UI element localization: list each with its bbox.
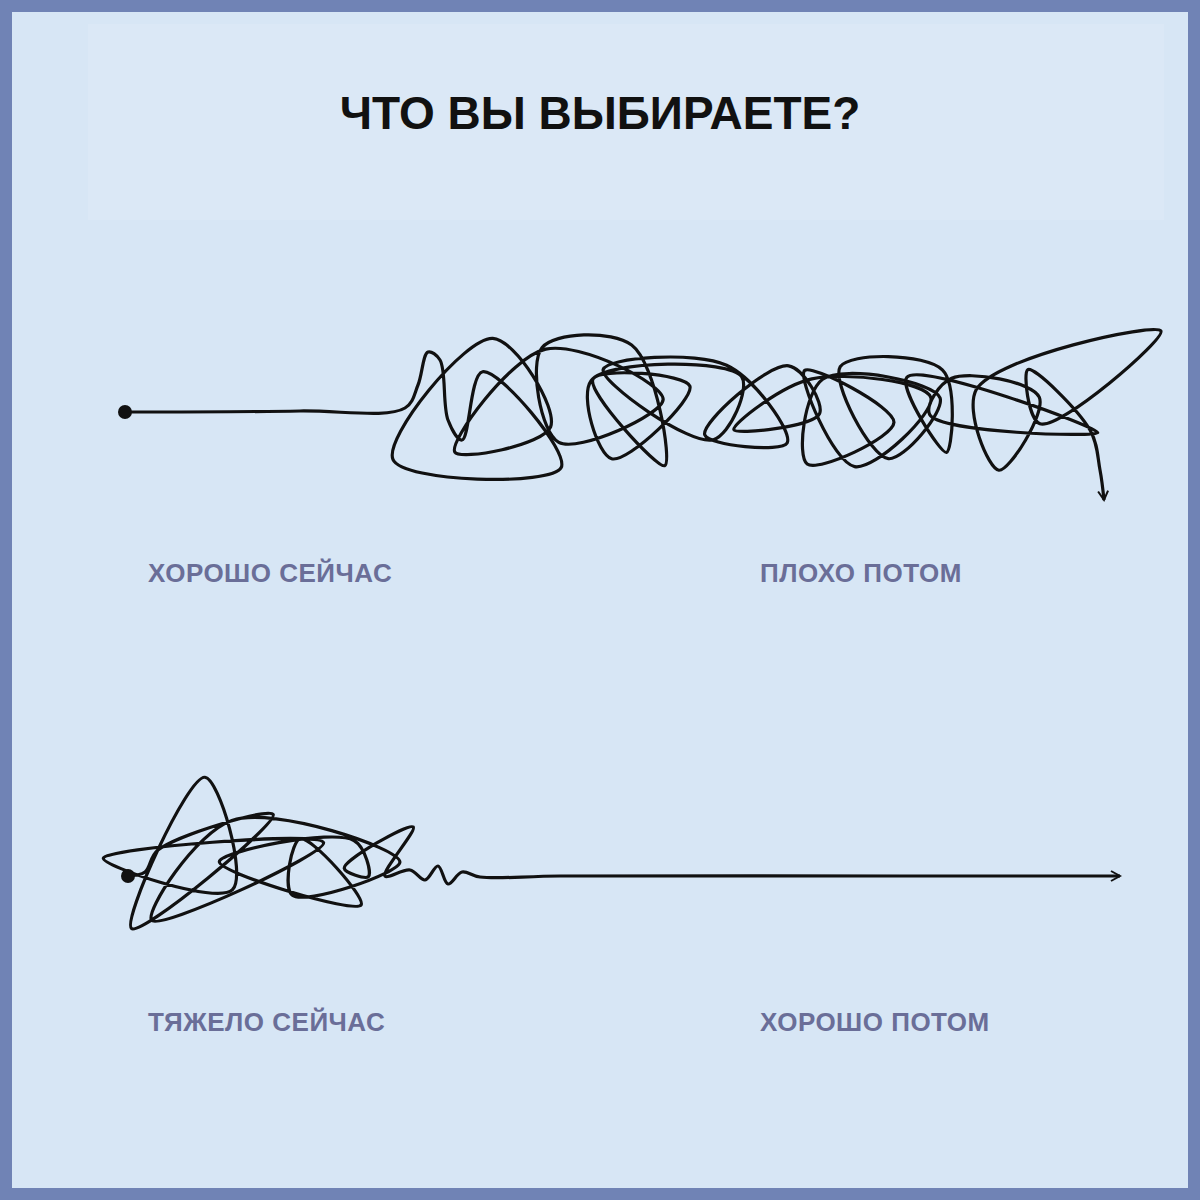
- start-dot: [118, 405, 132, 419]
- caption-label: ХОРОШО СЕЙЧАС: [148, 558, 392, 589]
- caption-label: ТЯЖЕЛО СЕЙЧАС: [148, 1007, 385, 1038]
- start-dot: [121, 869, 135, 883]
- caption-label: ХОРОШО ПОТОМ: [760, 1007, 990, 1038]
- tangled-path: [103, 777, 1120, 929]
- tangled-path: [125, 330, 1161, 500]
- caption-label: ПЛОХО ПОТОМ: [760, 558, 962, 589]
- title: ЧТО ВЫ ВЫБИРАЕТЕ?: [0, 86, 1200, 140]
